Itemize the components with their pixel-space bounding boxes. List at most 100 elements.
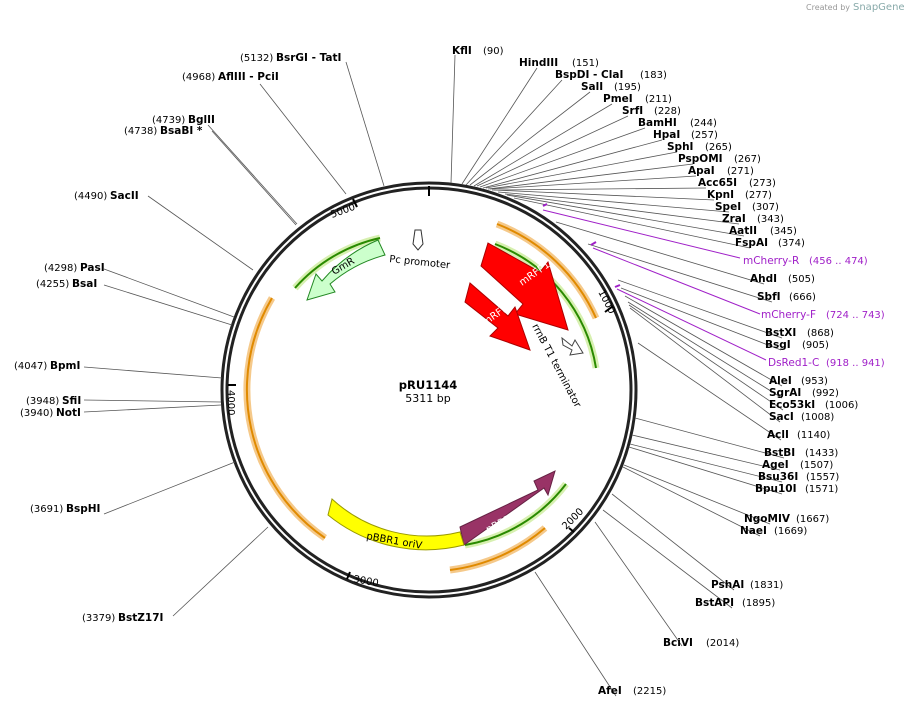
enzyme-noti[interactable]: (3940)NotI <box>20 407 81 419</box>
feature-rrnb-terminator[interactable]: rrnB T1 terminator <box>529 322 584 410</box>
enzyme-pos: (505) <box>788 274 815 285</box>
feature-label: Pc promoter <box>389 254 452 271</box>
enzyme-name: PshAI <box>711 579 744 591</box>
enzyme-name: BsgI <box>765 339 791 351</box>
enzyme-sphi[interactable]: SphI(265) <box>667 141 732 153</box>
enzyme-bpu10i[interactable]: Bpu10I(1571) <box>755 483 838 495</box>
tick-label: 3000 <box>352 574 379 589</box>
leader-lines <box>83 54 785 697</box>
enzyme-sgrai[interactable]: SgrAI (992) <box>769 387 839 399</box>
enzyme-naei[interactable]: NaeI(1669) <box>740 525 807 537</box>
enzyme-pos: (1831) <box>750 580 783 591</box>
enzyme-pos: (343) <box>757 214 784 225</box>
enzyme-name: BglII <box>188 114 215 126</box>
enzyme-name: SacII <box>110 190 139 202</box>
enzyme-hindiii[interactable]: HindIII(151) <box>519 57 599 69</box>
enzyme-bsabi[interactable]: (4738)BsaBI * <box>124 125 203 137</box>
enzyme-fspai[interactable]: FspAI(374) <box>735 237 805 249</box>
enzyme-pos: (4490) <box>74 191 107 202</box>
enzyme-pshai[interactable]: PshAI (1831) <box>711 579 783 591</box>
enzyme-spei[interactable]: SpeI(307) <box>715 201 779 213</box>
enzyme-ahdi[interactable]: AhdI(505) <box>750 273 815 285</box>
enzyme-name: AatII <box>729 225 757 237</box>
credit-prefix: Created by <box>806 3 850 12</box>
enzyme-srfi[interactable]: SrfI(228) <box>622 105 681 117</box>
enzyme-saci[interactable]: SacI(1008) <box>769 411 834 423</box>
primer-pos: (456 .. 474) <box>809 256 868 267</box>
enzyme-name: NotI <box>56 407 81 419</box>
enzyme-name: BstZ17I <box>118 612 163 624</box>
enzyme-afei[interactable]: AfeI(2215) <box>598 685 666 697</box>
enzyme-bsgi[interactable]: BsgI (905) <box>765 339 829 351</box>
enzyme-bstxi[interactable]: BstXI(868) <box>765 327 834 339</box>
enzyme-name: BspDI - ClaI <box>555 69 623 81</box>
credit-brand: SnapGene <box>853 2 904 13</box>
enzyme-agei[interactable]: AgeI(1507) <box>762 459 833 471</box>
feature-pc-promoter[interactable]: Pc promoter <box>389 229 452 271</box>
enzyme-bamhi[interactable]: BamHI(244) <box>638 117 717 129</box>
enzyme-bstapi[interactable]: BstAPI(1895) <box>695 597 775 609</box>
primer-pos: (918 .. 941) <box>826 358 885 369</box>
enzyme-eco53ki[interactable]: Eco53kI(1006) <box>769 399 858 411</box>
enzyme-apai[interactable]: ApaI(271) <box>688 165 754 177</box>
enzyme-name: BciVI <box>663 637 693 649</box>
enzyme-name: Bpu10I <box>755 483 797 495</box>
enzyme-name: AflIII - PciI <box>218 71 279 83</box>
snapgene-credit: Created by SnapGene <box>806 2 904 13</box>
tick-label: 5000 <box>329 202 357 221</box>
enzyme-name: HindIII <box>519 57 558 69</box>
primer-dsred1-c[interactable]: DsRed1-C(918 .. 941) <box>768 357 885 369</box>
enzyme-sali[interactable]: SalI(195) <box>581 81 641 93</box>
enzyme-bsphi[interactable]: (3691)BspHI <box>30 503 100 515</box>
enzyme-pos: (4047) <box>14 361 47 372</box>
enzyme-pos: (345) <box>770 226 797 237</box>
enzyme-name: BspHI <box>66 503 100 515</box>
feature-pbbr1-oriv[interactable]: pBBR1 oriV <box>327 498 465 552</box>
enzyme-bsai[interactable]: (4255)BsaI <box>36 278 97 290</box>
enzyme-zrai[interactable]: ZraI(343) <box>722 213 784 225</box>
enzyme-name: SacI <box>769 411 794 423</box>
enzyme-pspomi[interactable]: PspOMI(267) <box>678 153 761 165</box>
enzyme-name: SfiI <box>62 395 81 407</box>
primer-mcherry-f[interactable]: mCherry-F(724 .. 743) <box>761 309 885 321</box>
plasmid-name: pRU1144 <box>399 378 457 392</box>
enzyme-acc65i[interactable]: Acc65I(273) <box>698 177 776 189</box>
enzyme-alei[interactable]: AleI(953) <box>769 375 828 387</box>
enzyme-pos: (2215) <box>633 686 666 697</box>
enzyme-sacii[interactable]: (4490)SacII <box>74 190 139 202</box>
enzyme-name: Acc65I <box>698 177 737 189</box>
primer-name: mCherry-F <box>761 309 816 321</box>
enzyme-hpai[interactable]: HpaI(257) <box>653 129 718 141</box>
enzyme-pmei[interactable]: PmeI(211) <box>603 93 672 105</box>
enzyme-sfii[interactable]: (3948)SfiI <box>26 395 81 407</box>
enzyme-aatii[interactable]: AatII (345) <box>729 225 797 237</box>
enzyme-bsrgi-tati[interactable]: (5132)BsrGI - TatI <box>240 52 341 64</box>
enzyme-acli[interactable]: AclI(1140) <box>767 429 830 441</box>
enzyme-bpmi[interactable]: (4047)BpmI <box>14 360 80 372</box>
enzyme-afliii-pcii[interactable]: (4968)AflIII - PciI <box>182 71 279 83</box>
enzyme-kpni[interactable]: KpnI(277) <box>707 189 772 201</box>
enzyme-name: BstBI <box>764 447 795 459</box>
enzyme-name: KflI <box>452 45 472 57</box>
enzyme-name: PasI <box>80 262 105 274</box>
enzyme-name: SbfI <box>757 291 781 303</box>
enzyme-pasi[interactable]: (4298)PasI <box>44 262 105 274</box>
enzyme-bstz17i[interactable]: (3379)BstZ17I <box>82 612 163 624</box>
enzyme-pos: (1006) <box>825 400 858 411</box>
primer-mcherry-r[interactable]: mCherry-R(456 .. 474) <box>743 255 868 267</box>
enzyme-name: Bsu36I <box>758 471 798 483</box>
enzyme-bstbi[interactable]: BstBI(1433) <box>764 447 838 459</box>
enzyme-kfli[interactable]: KflI(90) <box>452 45 504 57</box>
enzyme-sbfi[interactable]: SbfI(666) <box>757 291 816 303</box>
enzyme-name: SgrAI <box>769 387 801 399</box>
enzyme-pos: (211) <box>645 94 672 105</box>
enzyme-name: SalI <box>581 81 603 93</box>
enzyme-bspdi-clai[interactable]: BspDI - ClaI(183) <box>555 69 667 81</box>
enzyme-pos: (1669) <box>774 526 807 537</box>
enzyme-pos: (992) <box>812 388 839 399</box>
enzyme-bglii[interactable]: (4739)BglII <box>152 114 215 126</box>
enzyme-bcivi[interactable]: BciVI(2014) <box>663 637 739 649</box>
enzyme-ngomiv[interactable]: NgoMIV(1667) <box>744 513 829 525</box>
enzyme-bsu36i[interactable]: Bsu36I(1557) <box>758 471 839 483</box>
enzyme-pos: (905) <box>802 340 829 351</box>
